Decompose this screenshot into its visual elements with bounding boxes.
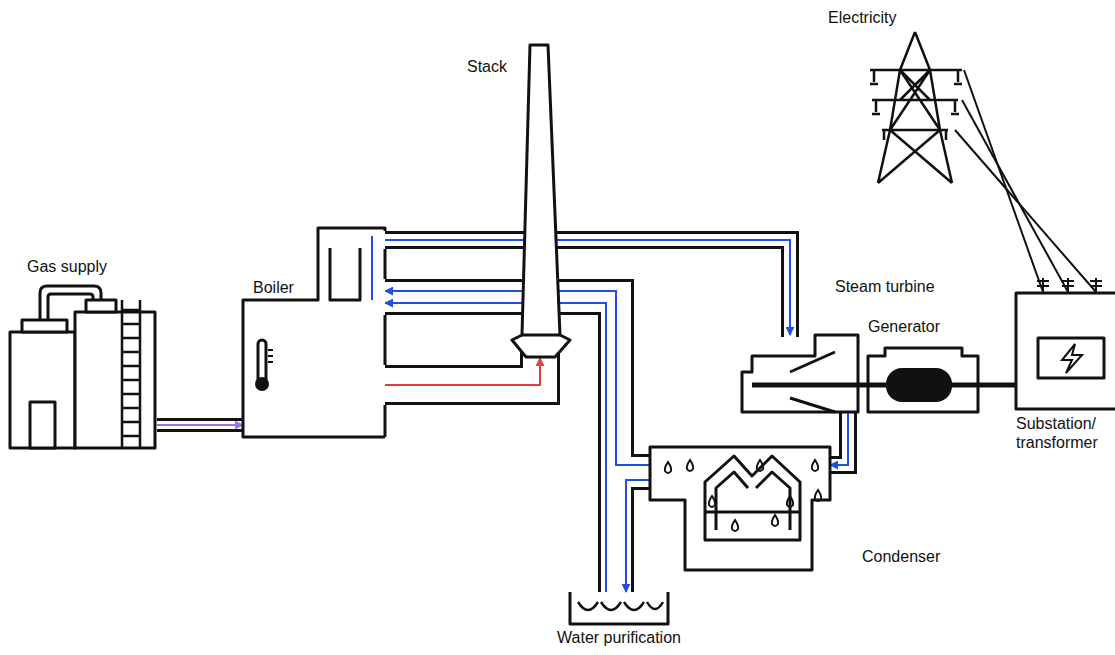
gas-pipe (157, 418, 243, 432)
part-label: Steam turbine (835, 277, 935, 296)
transmission-tower: Electricity (868, 30, 964, 185)
flue-duct (385, 350, 540, 385)
boiler: Boiler (243, 228, 385, 437)
part-label: Stack (467, 57, 507, 76)
purified-water-flow (385, 303, 606, 592)
part-label: Water purification (548, 628, 690, 647)
stack-drawing (510, 45, 573, 358)
pipe-bore (388, 353, 540, 385)
exhaust-steam-flow (830, 412, 848, 465)
transmission-tower-drawing (868, 30, 964, 185)
power-line (962, 100, 1068, 292)
part-label: Substation/ transformer (1016, 414, 1114, 452)
water-purification-tank-drawing (570, 592, 668, 625)
generator-drawing (868, 345, 978, 412)
gas-supply-tank-drawing (5, 283, 157, 450)
part-label: Boiler (253, 278, 294, 297)
water-to-purification (626, 480, 650, 592)
pipe-bore (833, 413, 848, 465)
steam-turbine: Steam turbine (740, 335, 858, 412)
flue-gas-flow (385, 358, 540, 385)
gas-flow (157, 424, 243, 426)
power-line (955, 130, 1096, 292)
water-pipe (598, 472, 634, 592)
generator: Generator (868, 345, 978, 412)
steam-turbine-drawing (740, 335, 858, 412)
power-line (964, 70, 1043, 292)
condensate-return (385, 291, 650, 465)
stack: Stack (510, 45, 573, 358)
substation-box: Substation/ transformer (1015, 292, 1115, 410)
part-label: Electricity (828, 8, 896, 27)
part-label: Condenser (862, 547, 940, 566)
boiler-drawing (243, 228, 385, 437)
water-purification-tank: Water purification (570, 592, 668, 625)
part-label: Gas supply (27, 257, 107, 276)
part-label: Generator (868, 317, 940, 336)
condenser: Condenser (650, 447, 830, 570)
gas-supply-tank: Gas supply (5, 283, 157, 450)
water-pipe (385, 297, 650, 472)
condenser-drawing (650, 447, 830, 570)
substation-box-drawing (1015, 292, 1115, 410)
exhaust-pipe (830, 410, 848, 465)
steam-flow (385, 240, 790, 335)
generator-shaft (978, 383, 1015, 388)
